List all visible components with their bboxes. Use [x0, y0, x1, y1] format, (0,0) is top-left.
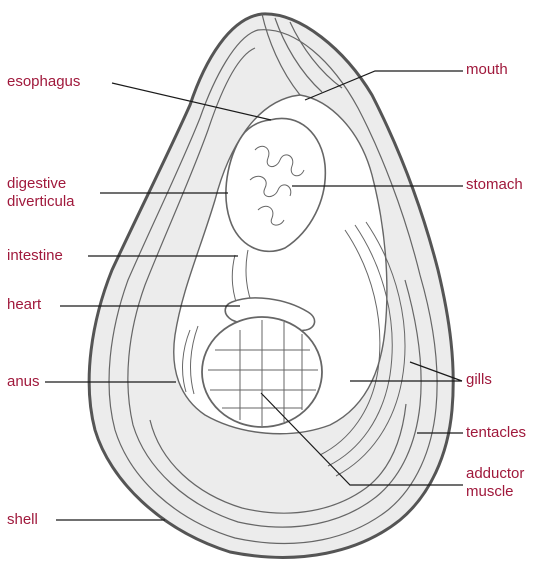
- label-anus: anus: [7, 373, 40, 391]
- label-adductor-muscle: adductor muscle: [466, 465, 524, 501]
- label-esophagus: esophagus: [7, 73, 80, 91]
- label-tentacles: tentacles: [466, 424, 526, 442]
- label-gills: gills: [466, 371, 492, 389]
- label-intestine: intestine: [7, 247, 63, 265]
- label-stomach: stomach: [466, 176, 523, 194]
- label-shell: shell: [7, 511, 38, 529]
- label-mouth: mouth: [466, 61, 508, 79]
- label-digestive-diverticula: digestive diverticula: [7, 175, 75, 211]
- label-heart: heart: [7, 296, 41, 314]
